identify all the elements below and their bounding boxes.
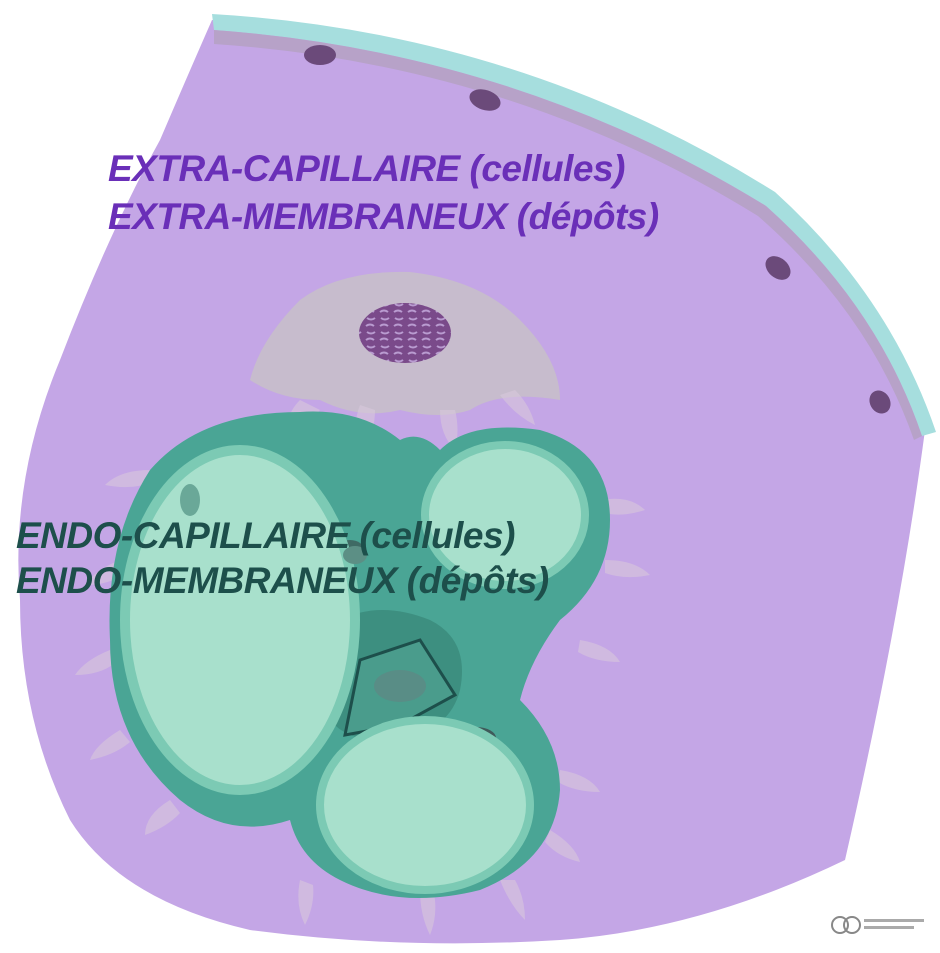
endo-membraneux-label: ENDO-MEMBRANEUX (dépôts)	[16, 562, 549, 599]
endo-capillaire-label: ENDO-CAPILLAIRE (cellules)	[16, 517, 515, 554]
endothelial-nucleus	[180, 484, 200, 516]
capillary-lumen	[320, 720, 530, 890]
extra-capillaire-label: EXTRA-CAPILLAIRE (cellules)	[108, 150, 625, 187]
extra-membraneux-label: EXTRA-MEMBRANEUX (dépôts)	[108, 198, 659, 235]
parietal-nucleus	[304, 45, 336, 65]
podocyte-nucleus	[359, 303, 451, 363]
capillary-lumen	[125, 450, 355, 790]
license-badge-icon	[830, 912, 930, 938]
mesangial-nucleus	[374, 670, 426, 702]
